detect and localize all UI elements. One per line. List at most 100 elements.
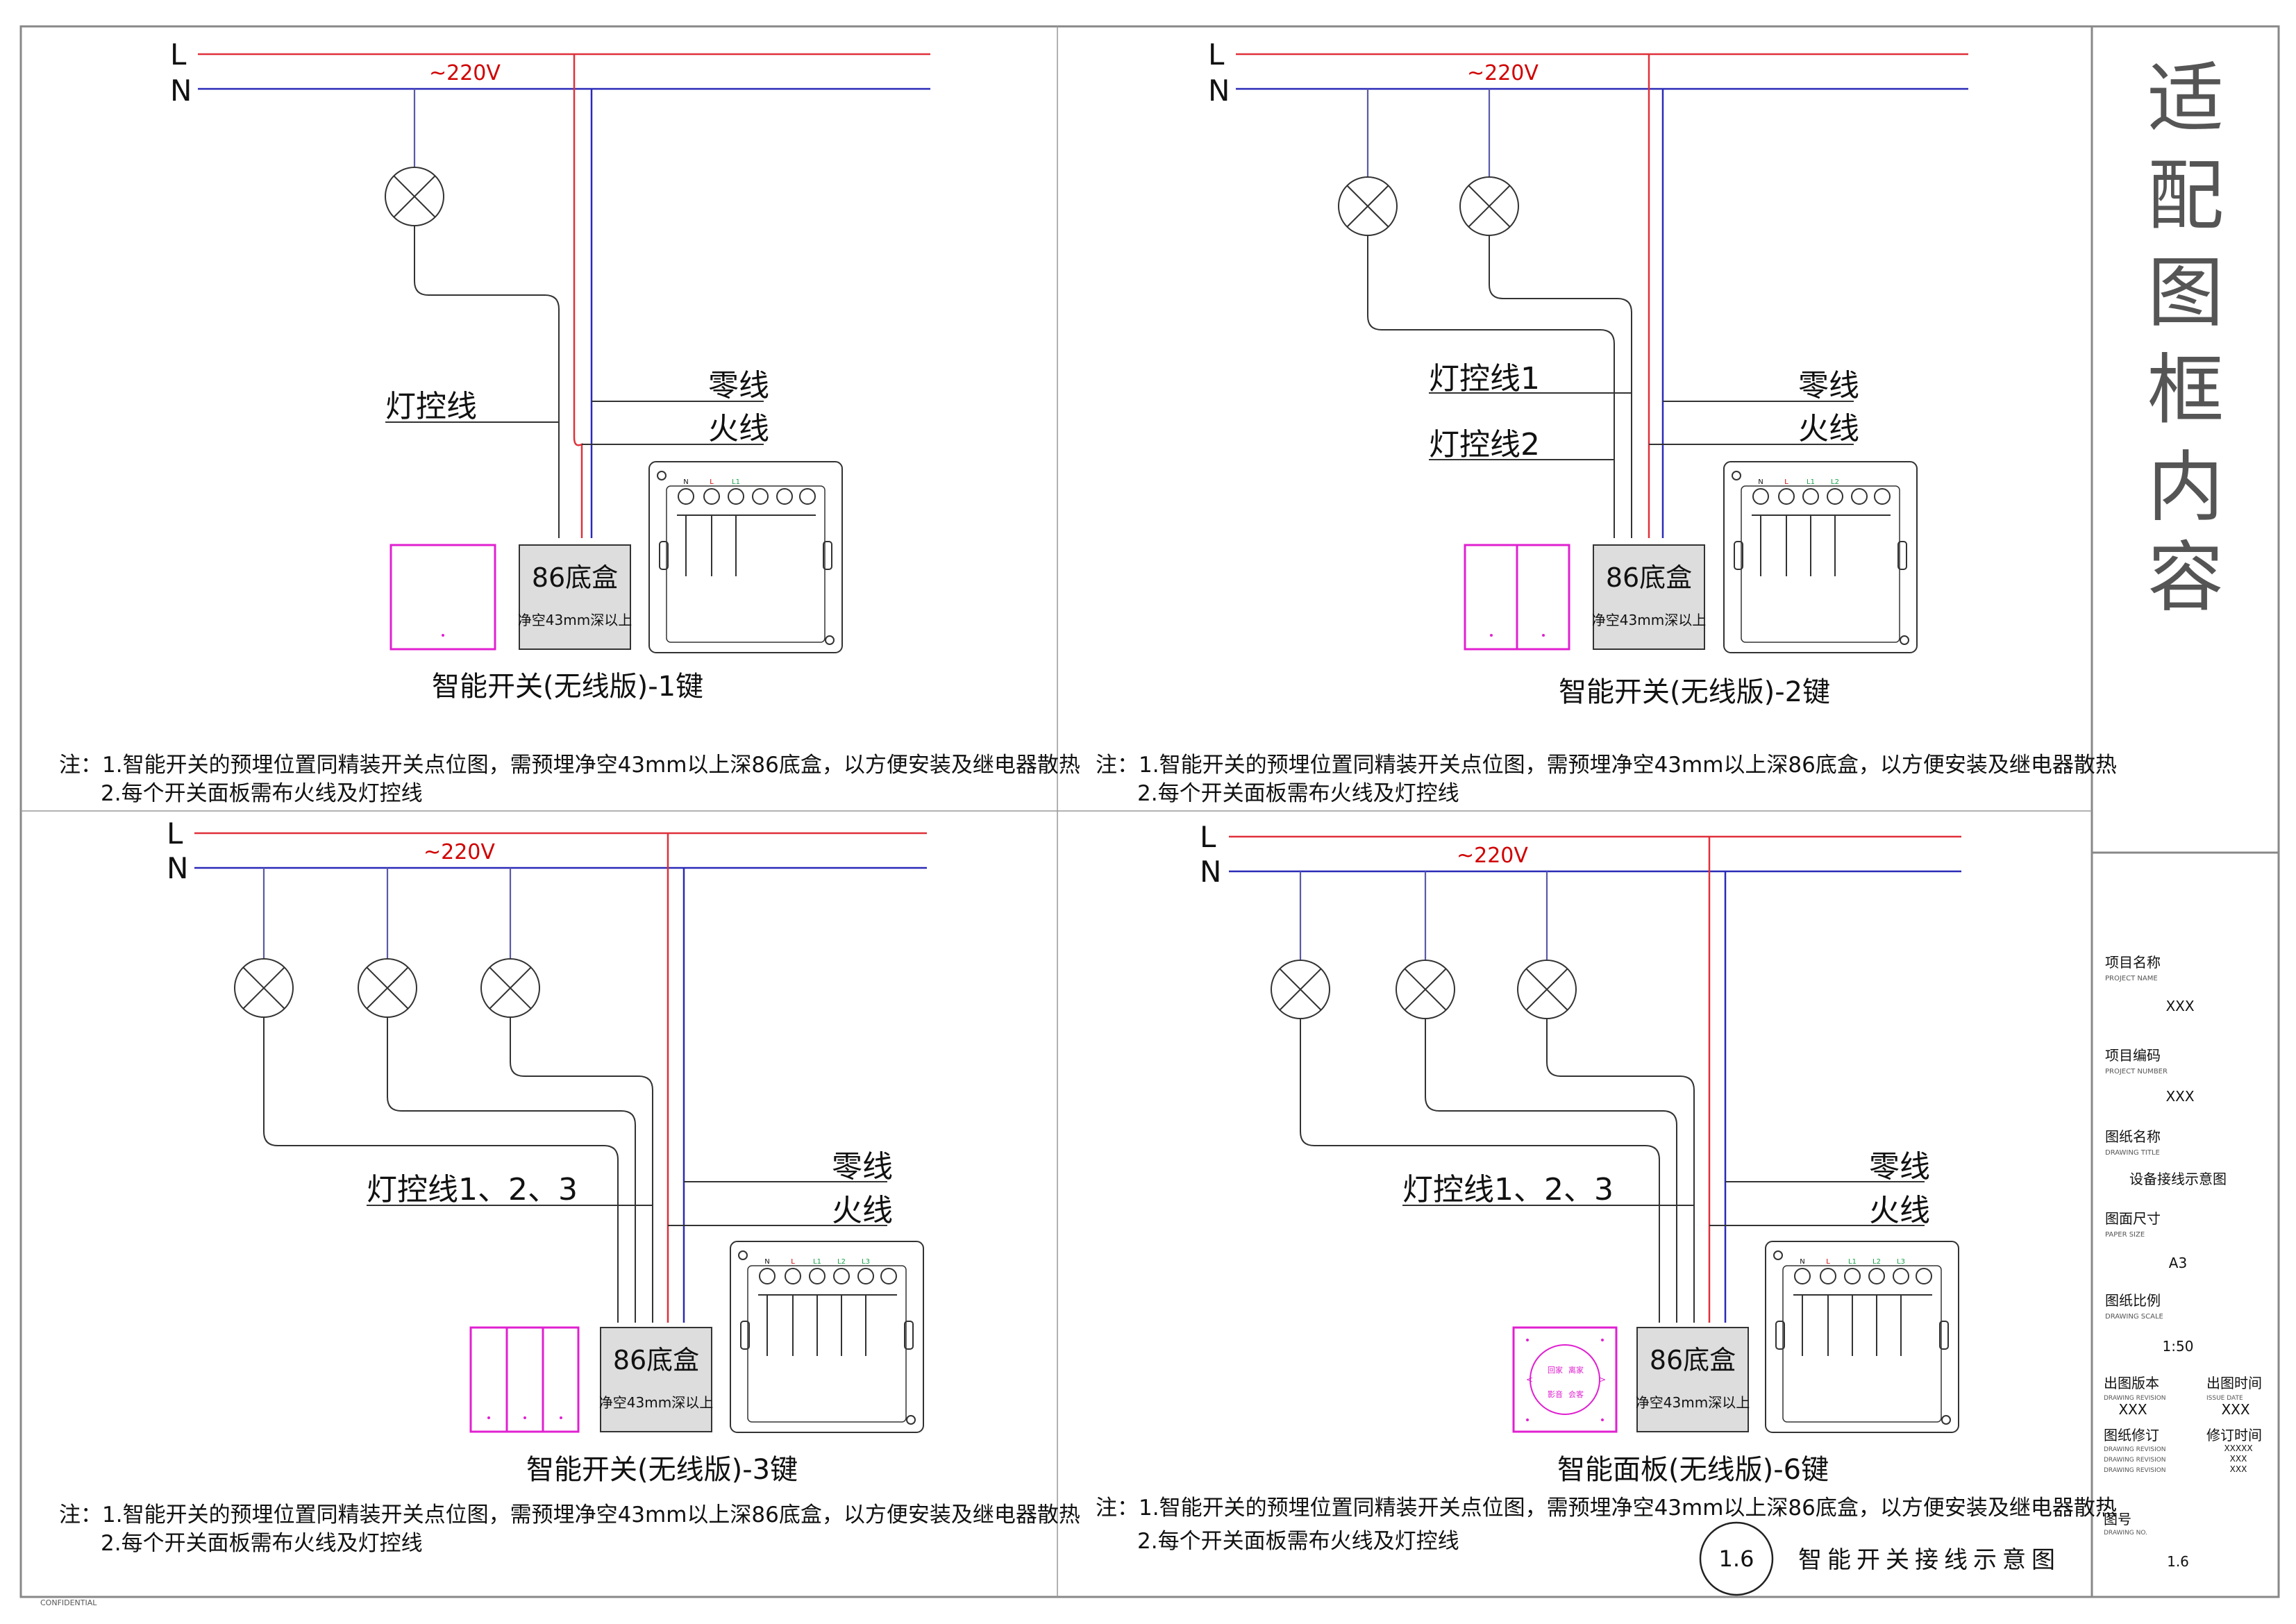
drawing-caption: 智能开关接线示意图 bbox=[1798, 1546, 2061, 1574]
field-value: 1:50 bbox=[2163, 1338, 2194, 1355]
diagram-title: 智能开关(无线版)-1键 bbox=[432, 671, 703, 703]
field-label: 图纸名称 bbox=[2105, 1128, 2161, 1145]
svg-text:L1: L1 bbox=[732, 478, 740, 486]
note-line-1: 注：1.智能开关的预埋位置同精装开关点位图，需预埋净空43mm以上深86底盒，以… bbox=[1096, 1496, 2117, 1521]
line-label-N: N bbox=[1200, 855, 1221, 889]
field-label: 图号 bbox=[2104, 1511, 2131, 1527]
svg-text:L2: L2 bbox=[1831, 478, 1839, 486]
field-value: XXX bbox=[2165, 998, 2194, 1014]
line-label-N: N bbox=[1208, 74, 1230, 108]
field-value: XXX bbox=[2230, 1454, 2247, 1464]
svg-text:L2: L2 bbox=[837, 1258, 846, 1266]
field-value: A3 bbox=[2169, 1255, 2187, 1271]
diagram-title: 智能开关(无线版)-3键 bbox=[526, 1454, 798, 1486]
field-value: XXX bbox=[2221, 1401, 2249, 1418]
svg-text:N: N bbox=[764, 1258, 769, 1266]
note-line-1: 注：1.智能开关的预埋位置同精装开关点位图，需预埋净空43mm以上深86底盒，以… bbox=[1096, 753, 2117, 778]
title-block: 项目名称 PROJECT NAME XXX 项目编码 PROJECT NUMBE… bbox=[2104, 954, 2262, 1570]
vertical-title: 适 配 图 框 内 容 bbox=[2147, 54, 2224, 622]
field-value: XXX bbox=[2118, 1401, 2147, 1418]
confidential-mark: CONFIDENTIAL bbox=[40, 1598, 97, 1607]
vertical-title-char: 配 bbox=[2147, 151, 2224, 240]
back-box-86 bbox=[519, 544, 631, 650]
switch-panel-1-key bbox=[389, 544, 496, 651]
diagram-1-key: L N ~220V 灯控线 零线 火线 86底盒 净空43mm深以上 bbox=[59, 37, 1080, 806]
relay-module: N L L1 L2 bbox=[1723, 461, 1918, 653]
field-sublabel: ISSUE DATE bbox=[2206, 1395, 2243, 1402]
note-line-1: 注：1.智能开关的预埋位置同精装开关点位图，需预埋净空43mm以上深86底盒，以… bbox=[59, 1502, 1080, 1527]
indicator-dot bbox=[442, 634, 444, 637]
line-label-L: L bbox=[1200, 820, 1216, 854]
relay-module: N L L1 bbox=[648, 461, 843, 653]
control-wire-label-1: 灯控线1 bbox=[1429, 361, 1540, 396]
svg-text:L1: L1 bbox=[1807, 478, 1815, 486]
vertical-title-char: 适 bbox=[2147, 54, 2224, 143]
back-box-title: 86底盒 bbox=[532, 562, 618, 593]
lamp-icon bbox=[1517, 960, 1577, 1019]
back-box-subtitle: 净空43mm深以上 bbox=[1636, 1394, 1750, 1411]
neutral-label: 零线 bbox=[708, 368, 769, 403]
svg-text:L2: L2 bbox=[1872, 1258, 1881, 1266]
neutral-label: 零线 bbox=[1798, 368, 1859, 403]
lamp-icon bbox=[1338, 176, 1398, 236]
neutral-label: 零线 bbox=[1869, 1149, 1930, 1184]
neutral-label: 零线 bbox=[832, 1149, 893, 1184]
svg-text:L1: L1 bbox=[1848, 1258, 1857, 1266]
back-box-title: 86底盒 bbox=[1606, 562, 1692, 593]
control-wire-label-2: 灯控线2 bbox=[1429, 427, 1540, 462]
control-wire-label: 灯控线1、2、3 bbox=[1402, 1172, 1614, 1207]
live-label: 火线 bbox=[832, 1193, 893, 1228]
back-box-86 bbox=[1636, 1327, 1749, 1432]
voltage-label: ~220V bbox=[424, 840, 495, 864]
svg-text:L3: L3 bbox=[1897, 1258, 1905, 1266]
back-box-86 bbox=[600, 1327, 712, 1432]
control-wire bbox=[1367, 235, 1615, 538]
field-label: 出图版本 bbox=[2104, 1375, 2159, 1391]
field-value: XXX bbox=[2165, 1088, 2194, 1105]
scene-button-label: 影音 bbox=[1548, 1389, 1563, 1399]
field-label: 项目名称 bbox=[2105, 954, 2161, 971]
field-sublabel: DRAWING REVISION bbox=[2104, 1457, 2166, 1464]
drawing-number-text: 1.6 bbox=[1719, 1546, 1754, 1572]
line-label-L: L bbox=[1208, 37, 1225, 72]
control-wire bbox=[1300, 1019, 1660, 1323]
field-sublabel: DRAWING TITLE bbox=[2105, 1149, 2160, 1157]
scene-button-label: 回家 bbox=[1548, 1365, 1563, 1375]
relay-module: N L L1 L2 L3 bbox=[1765, 1241, 1959, 1433]
svg-text:L3: L3 bbox=[862, 1258, 870, 1266]
field-sublabel: DRAWING NO. bbox=[2104, 1530, 2147, 1537]
lamp-icon bbox=[385, 167, 444, 226]
note-line-1: 注：1.智能开关的预埋位置同精装开关点位图，需预埋净空43mm以上深86底盒，以… bbox=[59, 753, 1080, 778]
lamp-icon bbox=[1396, 960, 1455, 1019]
control-wire bbox=[387, 1017, 636, 1323]
control-wire bbox=[414, 226, 560, 538]
scene-button-label: 离家 bbox=[1568, 1365, 1584, 1375]
line-label-L: L bbox=[167, 817, 183, 851]
back-box-subtitle: 净空43mm深以上 bbox=[599, 1394, 713, 1411]
back-box-86 bbox=[1593, 544, 1705, 650]
field-value: 设备接线示意图 bbox=[2129, 1171, 2227, 1187]
scene-button-label: 会客 bbox=[1568, 1389, 1584, 1399]
line-label-L: L bbox=[170, 37, 187, 72]
control-wire-label: 灯控线 bbox=[385, 389, 477, 424]
field-value: 1.6 bbox=[2167, 1553, 2189, 1570]
field-value: XXXXX bbox=[2224, 1443, 2252, 1453]
sheet-border bbox=[19, 25, 2280, 1598]
diagram-3-key: L N ~220V 灯控线1、2、3 零线 火线 86底盒 净空43mm深以上 bbox=[59, 817, 1080, 1556]
chevron-left-icon: < bbox=[1526, 1375, 1533, 1384]
field-label: 图纸比例 bbox=[2105, 1292, 2161, 1309]
diagram-6-key: L N ~220V 灯控线1、2、3 零线 火线 < > 回家 离家 bbox=[1096, 820, 2117, 1554]
switch-panel-3-key bbox=[469, 1326, 580, 1433]
vertical-title-char: 内 bbox=[2147, 443, 2224, 532]
control-wire bbox=[263, 1017, 619, 1323]
diagram-title: 智能面板(无线版)-6键 bbox=[1557, 1454, 1829, 1486]
lamp-icon bbox=[480, 958, 540, 1018]
field-sublabel: PROJECT NUMBER bbox=[2105, 1068, 2168, 1075]
field-label: 出图时间 bbox=[2206, 1375, 2262, 1391]
live-drop bbox=[573, 54, 583, 538]
field-sublabel: DRAWING REVISION bbox=[2104, 1395, 2166, 1402]
svg-text:N: N bbox=[683, 478, 688, 486]
back-box-subtitle: 净空43mm深以上 bbox=[1592, 612, 1706, 628]
vertical-title-char: 框 bbox=[2147, 346, 2224, 435]
